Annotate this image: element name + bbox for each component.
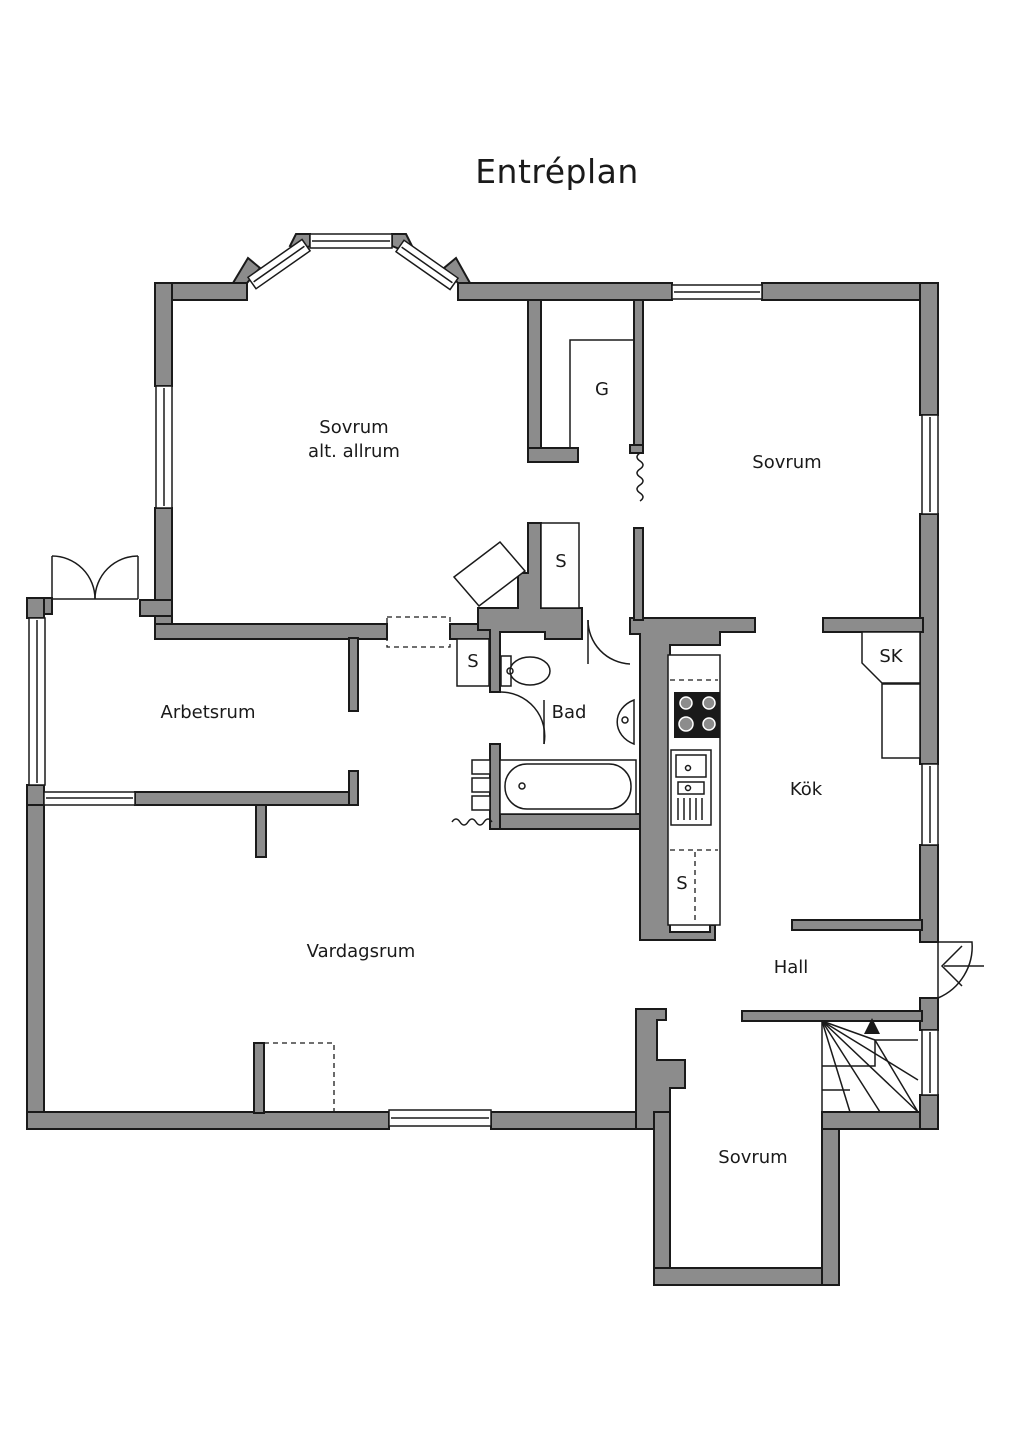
wall-vardagsrum-west <box>26 804 45 1130</box>
stair-up-arrow-icon <box>864 1018 880 1034</box>
room-label-closet-north: S <box>555 551 567 572</box>
wall-kok-north-left <box>629 617 756 941</box>
plan-title: Entréplan <box>475 152 639 191</box>
wall-bath-south <box>489 813 641 830</box>
wall-arbetsrum-west-top <box>26 597 45 619</box>
room-label-bad: Bad <box>551 702 587 723</box>
wall-north-mid <box>457 282 673 301</box>
sink-icon <box>616 698 635 746</box>
toilet-icon <box>509 656 551 686</box>
wall-vardagsrum-chimney <box>253 1042 265 1114</box>
wall-bath-west <box>489 743 501 830</box>
wall-kok-south <box>791 919 923 931</box>
wall-kok-north-right <box>822 617 924 633</box>
room-label-garderob: G <box>595 379 609 400</box>
closet-bath-hall <box>456 638 490 687</box>
wall-north-east <box>761 282 939 301</box>
wall-east-top <box>919 282 939 416</box>
wall-arbetsrum-stub-top <box>348 637 359 712</box>
door-hinge-spiral-bath <box>451 818 493 826</box>
wall-vardagsrum-south-b <box>490 1111 657 1130</box>
wall-arbetsrum-south <box>134 791 358 806</box>
opening-vardagsrum-fireplace <box>263 1042 335 1113</box>
wall-garderob-west <box>527 299 542 463</box>
room-label-hall: Hall <box>773 957 809 978</box>
room-label-arbetsrum: Arbetsrum <box>160 702 256 723</box>
room-label-sovrum-allrum: Sovrum alt. allrum <box>308 416 400 464</box>
doors <box>51 452 984 1113</box>
room-label-skafferi: SK <box>879 646 903 667</box>
pantry <box>861 631 921 684</box>
room-label-vardagsrum: Vardagsrum <box>306 941 416 962</box>
wall-west-upper-a <box>154 282 173 387</box>
wall-garderob-east <box>633 299 644 449</box>
room-label-sovrum-allrum-line1: Sovrum <box>319 417 389 438</box>
room-label-sovrum-east: Sovrum <box>752 452 822 473</box>
wall-arbetsrum-stub-bottom <box>348 770 359 806</box>
door-hinge-spiral <box>636 452 644 502</box>
windows <box>28 233 939 1127</box>
wall-east-bottom <box>919 1094 939 1130</box>
room-label-closet-bath: S <box>467 651 479 672</box>
wall-vardagsrum-south-a <box>26 1111 390 1130</box>
room-label-kok: Kök <box>789 779 823 800</box>
wall-sovrum-south-west <box>653 1111 671 1286</box>
garderob-outline <box>569 339 634 448</box>
wall-hall-south <box>741 1010 923 1022</box>
bathtub-inner-icon <box>504 763 632 810</box>
fixtures <box>452 339 921 1113</box>
staircase <box>821 1018 919 1113</box>
wall-sovrum-south-east <box>821 1111 840 1286</box>
room-label-sovrum-south: Sovrum <box>718 1147 788 1168</box>
wall-vardagsrum-stub <box>255 804 267 858</box>
opening-sovrum-arbetsrum <box>386 616 451 648</box>
wall-horizontal-middle-a <box>154 623 388 640</box>
angled-shelf <box>452 540 527 608</box>
wall-sovrum-south-bottom <box>653 1267 840 1286</box>
door-entrance <box>937 941 973 999</box>
wall-west-corner <box>139 599 173 617</box>
door-bath <box>499 691 546 745</box>
closet-bath-north <box>540 522 580 609</box>
wall-garderob-bottom <box>527 447 579 463</box>
fridge-cabinet <box>881 683 921 759</box>
door-bedroom-east <box>587 619 631 665</box>
wall-east-bedroom-partition <box>633 527 644 621</box>
wall-east-mid-a <box>919 513 939 765</box>
room-label-sovrum-allrum-line2: alt. allrum <box>308 441 400 462</box>
room-label-closet-kitchen: S <box>676 873 688 894</box>
wall-garderob-east-end <box>629 444 644 454</box>
